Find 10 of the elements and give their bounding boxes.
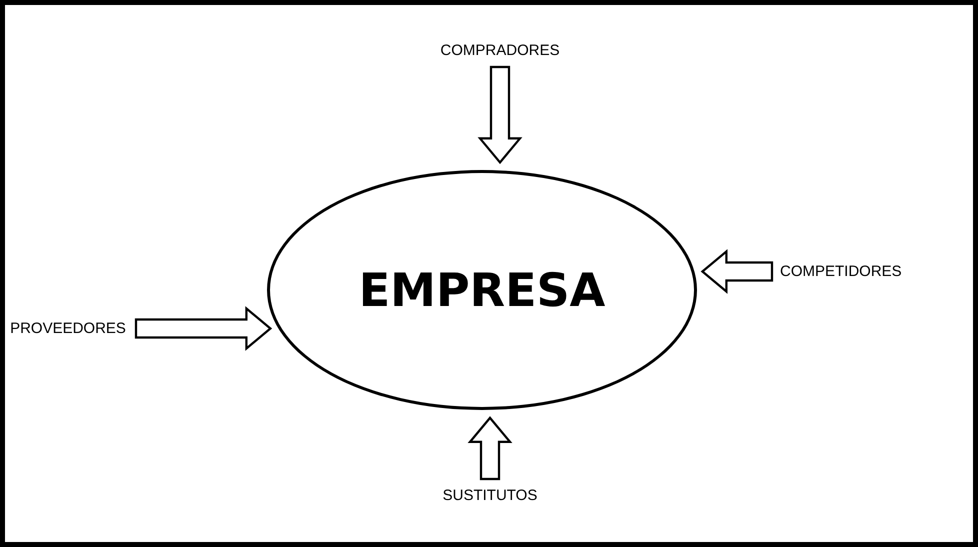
force-label: SUSTITUTOS: [430, 487, 550, 504]
force-label: COMPRADORES: [440, 42, 560, 59]
block-arrow: [478, 66, 522, 164]
force-label: COMPETIDORES: [780, 263, 902, 280]
block-arrow: [468, 416, 512, 480]
ellipse-node: [267, 170, 697, 410]
force-label: PROVEEDORES: [8, 320, 128, 337]
block-arrow: [700, 249, 774, 294]
block-arrow: [134, 306, 272, 351]
node-label: EMPRESA: [358, 263, 606, 317]
